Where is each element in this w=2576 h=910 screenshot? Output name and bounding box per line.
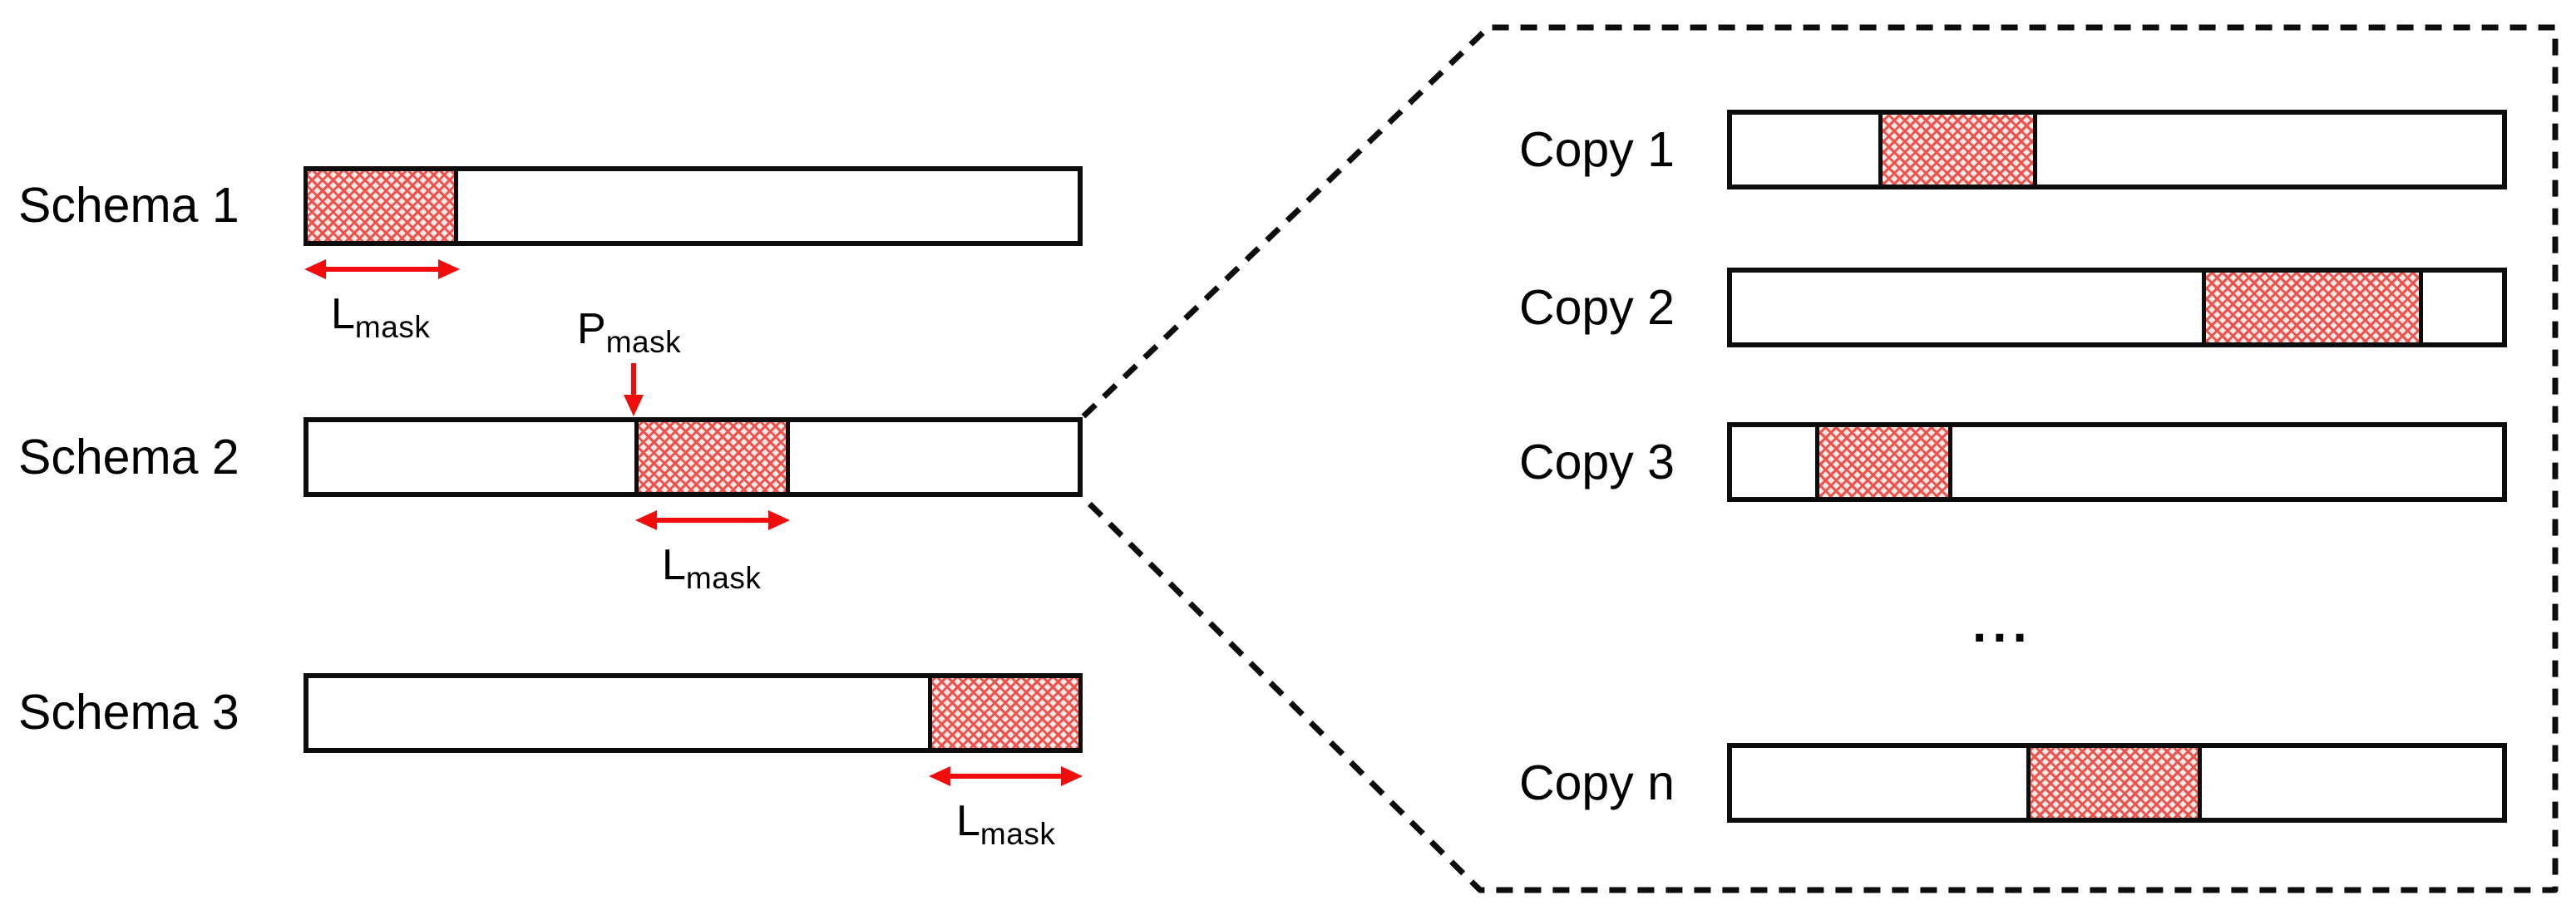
lmask-main: L <box>956 797 980 845</box>
pmask-label: Pmask <box>577 307 681 357</box>
pmask-subscript: mask <box>605 325 682 360</box>
length-arrow-schema2 <box>635 510 790 530</box>
copy1-label: Copy 1 <box>1519 122 1675 177</box>
arrowhead-left-icon <box>929 766 950 786</box>
arrowhead-right-icon <box>438 259 460 279</box>
length-arrow-schema3 <box>929 766 1083 786</box>
copyn-label: Copy n <box>1519 755 1675 810</box>
arrowhead-right-icon <box>1061 766 1083 786</box>
copy1-mask-region <box>1878 115 2037 184</box>
copies-ellipsis: ... <box>1972 596 2033 653</box>
schema1-lmask-label: Lmask <box>331 293 430 342</box>
length-arrow-schema1 <box>304 259 460 279</box>
lmask-subscript: mask <box>354 310 431 345</box>
schema2-mask-region <box>634 422 790 492</box>
lmask-main: L <box>331 290 355 338</box>
copy3-mask-region <box>1815 427 1952 497</box>
copy1-sequence-bar <box>1727 110 2507 189</box>
copy2-mask-region <box>2202 273 2423 342</box>
lmask-main: L <box>662 541 686 589</box>
arrowhead-left-icon <box>635 510 657 530</box>
arrowhead-down-icon <box>624 395 644 416</box>
copy3-label: Copy 3 <box>1519 435 1675 489</box>
copyn-mask-region <box>2026 748 2202 818</box>
schema3-lmask-label: Lmask <box>956 799 1055 849</box>
lmask-subscript: mask <box>685 561 762 596</box>
schema3-label: Schema 3 <box>18 685 239 740</box>
lmask-subscript: mask <box>980 817 1056 852</box>
arrowhead-left-icon <box>304 259 326 279</box>
zoom-callout-dashed-outline <box>1081 24 2559 893</box>
position-arrow-pmask <box>624 363 644 416</box>
schema1-mask-region <box>303 171 458 241</box>
copy2-label: Copy 2 <box>1519 280 1675 335</box>
arrowhead-right-icon <box>768 510 790 530</box>
pmask-main: P <box>577 305 606 353</box>
schema3-mask-region <box>928 678 1083 748</box>
schema1-label: Schema 1 <box>18 178 239 233</box>
schema2-lmask-label: Lmask <box>662 544 761 593</box>
schema2-label: Schema 2 <box>18 430 239 485</box>
